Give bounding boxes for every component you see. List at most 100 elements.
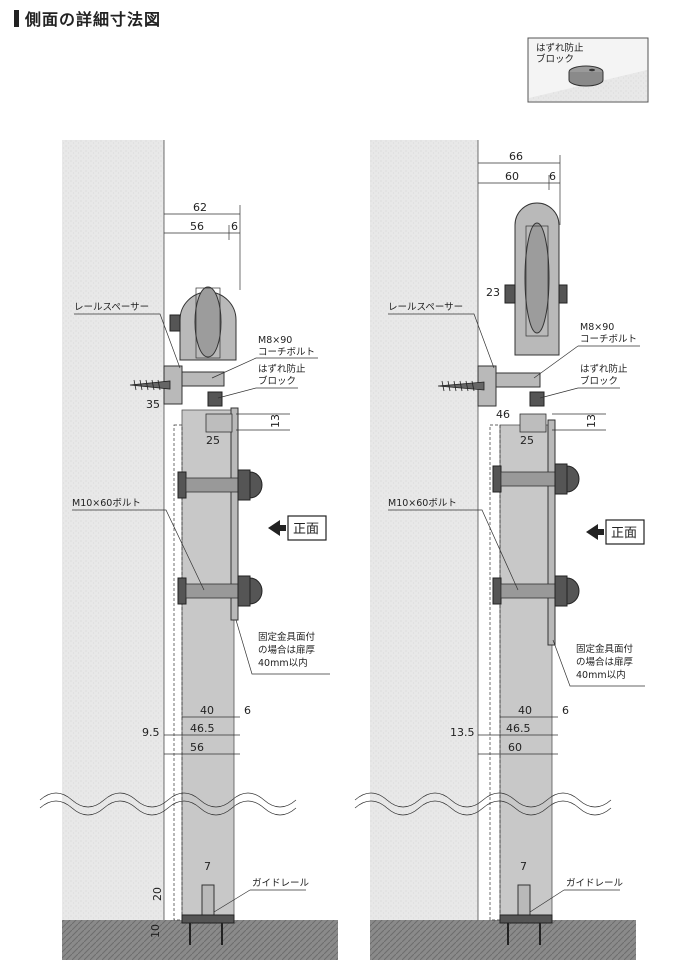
left-break-line-bottom	[39, 800, 297, 816]
left-dim-6-bottom: 6	[244, 704, 251, 717]
left-dim-465: 46.5	[190, 722, 215, 735]
right-label-coach-1: M8×90	[580, 322, 614, 333]
left-dim-56-bottom: 56	[190, 741, 204, 754]
inset-block-body	[568, 72, 604, 87]
left-label-coach-2: コーチボルト	[258, 347, 315, 358]
right-leader-anti	[539, 387, 620, 399]
right-door-dash	[489, 424, 501, 921]
right-label-m10: M10×60ボルト	[388, 498, 457, 509]
left-leader-m10	[72, 509, 205, 591]
title-marker	[14, 9, 19, 27]
right-dim-46: 46	[496, 408, 510, 421]
left-label-anti-1: はずれ防止	[258, 363, 306, 375]
right-leader-m10	[388, 509, 519, 591]
left-dim-56-top: 56	[190, 220, 204, 233]
left-leader-note	[235, 619, 330, 675]
left-label-anti-2: ブロック	[258, 375, 296, 387]
right-front-arrow-icon	[586, 524, 598, 540]
right-label-note-3: 40mm以内	[576, 669, 626, 681]
right-guide-base	[499, 914, 553, 924]
left-dim-40: 40	[200, 704, 214, 717]
right-dim-60-top: 60	[505, 170, 519, 183]
right-door-panel	[499, 424, 553, 921]
left-break-line-top	[39, 792, 297, 808]
right-m10-bolt-lower	[492, 575, 580, 607]
left-floor	[62, 920, 338, 960]
left-anti-block	[207, 391, 223, 407]
right-front-arrow-tail	[598, 529, 604, 535]
left-label-note-3: 40mm以内	[258, 657, 308, 669]
right-stopper-block	[519, 413, 547, 433]
right-label-coach-2: コーチボルト	[580, 334, 637, 345]
right-front-box	[605, 519, 645, 545]
left-dim-10: 10	[149, 924, 162, 938]
left-wheel-axle-box	[195, 287, 221, 359]
right-dim-13: 13	[585, 414, 598, 428]
right-rail-bracket	[495, 372, 541, 388]
right-diagram: 66 60 6 23 46 25 13 40 6 46.5 13.5 60 7 …	[354, 140, 645, 960]
left-wheel	[194, 286, 222, 358]
left-diagram: 62 56 6 35 25 13 40 6 46.5 9.5 56 7 20 1…	[39, 140, 338, 960]
right-label-note-2: の場合は扉厚	[576, 656, 634, 668]
right-leader-guide	[529, 889, 620, 913]
left-leader-coach	[211, 357, 318, 379]
right-leader-rail-spacer	[388, 313, 495, 369]
left-label-coach-1: M8×90	[258, 335, 292, 346]
right-floor	[370, 920, 636, 960]
right-label-anti-1: はずれ防止	[580, 363, 628, 375]
left-leader-rail-spacer	[74, 313, 181, 369]
right-leader-note	[552, 639, 645, 687]
inset-label-1: はずれ防止	[536, 42, 584, 54]
right-dim-7: 7	[520, 860, 527, 873]
right-dim-6-top: 6	[549, 170, 556, 183]
left-label-m10: M10×60ボルト	[72, 498, 141, 509]
right-dim-25: 25	[520, 434, 534, 447]
left-dim-25: 25	[206, 434, 220, 447]
right-label-rail-spacer: レールスペーサー	[388, 302, 463, 313]
right-dim-465: 46.5	[506, 722, 531, 735]
left-dim-62: 62	[193, 201, 207, 214]
right-label-note-1: 固定金具面付	[576, 643, 634, 655]
left-axle-nut	[169, 314, 181, 332]
right-wall	[370, 140, 478, 920]
left-front-arrow-tail	[280, 525, 286, 531]
left-front-arrow-icon	[268, 520, 280, 536]
right-label-guide: ガイドレール	[566, 878, 624, 889]
right-break-line-top	[354, 792, 612, 808]
left-dim-6-top: 6	[231, 220, 238, 233]
left-guide-base	[181, 914, 235, 924]
left-label-note-1: 固定金具面付	[258, 631, 316, 643]
right-dim-66: 66	[509, 150, 523, 163]
left-guide-screws	[189, 923, 223, 945]
left-wall	[62, 140, 164, 920]
left-dim-13: 13	[269, 414, 282, 428]
inset-block-hole	[589, 68, 595, 72]
right-break-line-bottom	[354, 800, 612, 816]
right-wheel-axle-box	[525, 225, 549, 337]
left-label-guide: ガイドレール	[252, 878, 310, 889]
right-leader-coach	[533, 345, 640, 379]
right-front-label: 正面	[611, 526, 637, 541]
inset-anti-derail-block: はずれ防止 ブロック	[527, 37, 649, 103]
left-front-label: 正面	[293, 522, 319, 537]
left-rail-bracket	[181, 371, 225, 387]
left-door-panel	[181, 409, 235, 921]
left-dim-95: 9.5	[142, 726, 160, 739]
right-coach-bolt-thread	[441, 380, 475, 392]
page-header: 側面の詳細寸法図	[14, 6, 161, 30]
left-coach-bolt-shaft	[129, 380, 171, 390]
left-m10-bolt-lower	[177, 575, 263, 607]
inset-label-2: ブロック	[536, 53, 574, 65]
left-label-note-2: の場合は扉厚	[258, 644, 316, 656]
right-guide-screws	[507, 923, 541, 945]
right-dim-23: 23	[486, 286, 500, 299]
right-m10-bolt-upper	[492, 463, 580, 495]
left-leader-anti	[217, 387, 298, 399]
left-front-box	[287, 515, 327, 541]
right-hanger-plate	[547, 419, 556, 646]
left-stopper-block	[205, 413, 233, 433]
left-hanger-plate	[230, 407, 239, 621]
right-dim-60-bottom: 60	[508, 741, 522, 754]
right-label-anti-2: ブロック	[580, 375, 618, 387]
